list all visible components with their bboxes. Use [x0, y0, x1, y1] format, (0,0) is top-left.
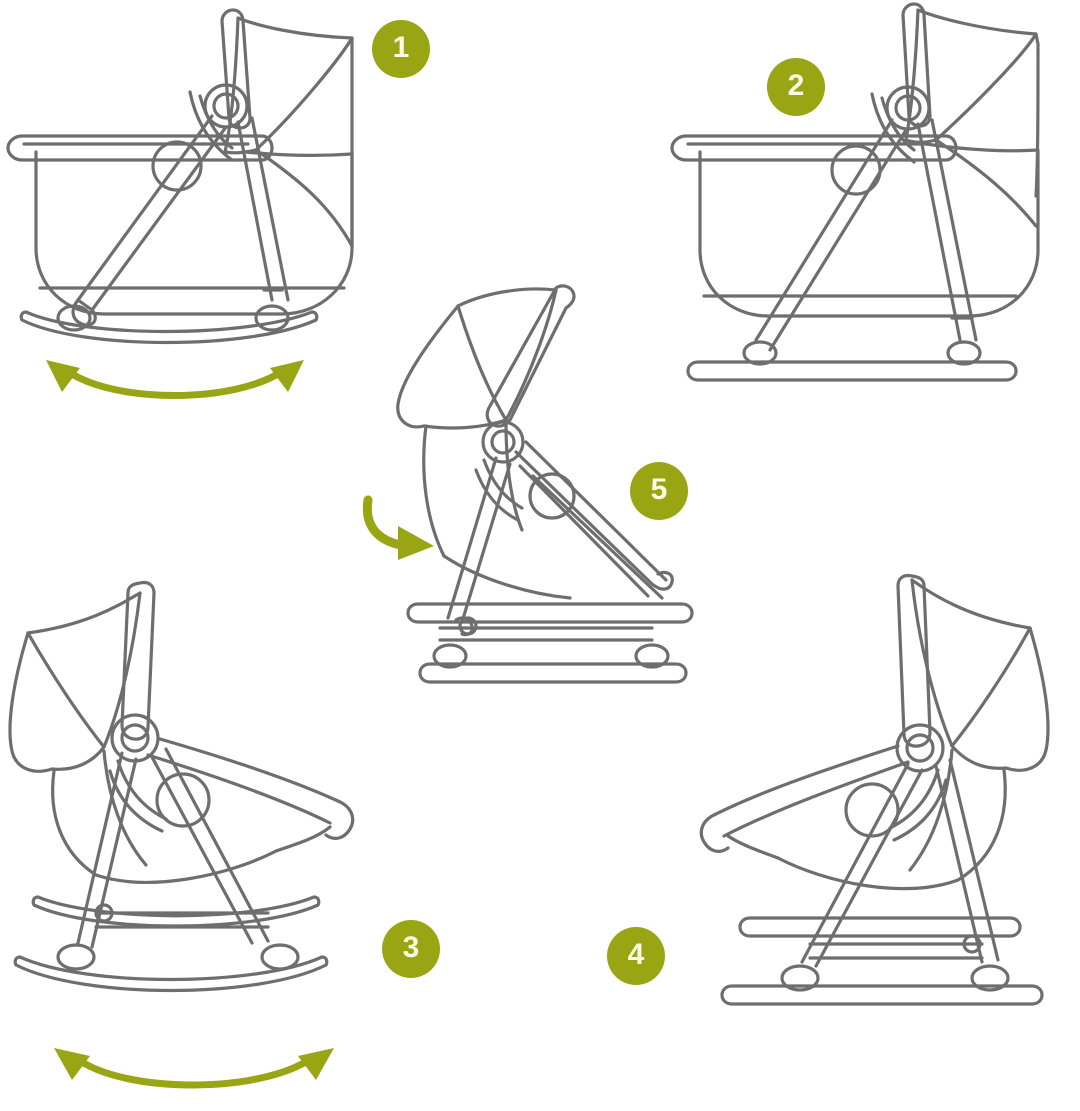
fold-arrow-step-5: [358, 492, 458, 562]
step-badge-3-label: 3: [402, 931, 420, 964]
step-1-illustration: [0, 0, 400, 420]
step-3-illustration: [0, 575, 410, 1055]
step-badge-1-label: 1: [392, 31, 410, 64]
step-badge-5: 5: [630, 462, 688, 520]
rocking-arrow-step-1: [40, 358, 310, 410]
step-5-illustration: [370, 280, 720, 700]
step-badge-2: 2: [767, 58, 825, 116]
step-badge-2-label: 2: [787, 69, 805, 102]
step-4-illustration: [660, 570, 1080, 1080]
step-badge-4: 4: [607, 927, 665, 985]
step-badge-4-label: 4: [627, 938, 645, 971]
step-2-illustration: [660, 0, 1080, 400]
step-badge-1: 1: [372, 20, 430, 78]
step-badge-5-label: 5: [650, 473, 668, 506]
rocking-arrow-step-3: [48, 1044, 340, 1100]
step-badge-3: 3: [382, 920, 440, 978]
